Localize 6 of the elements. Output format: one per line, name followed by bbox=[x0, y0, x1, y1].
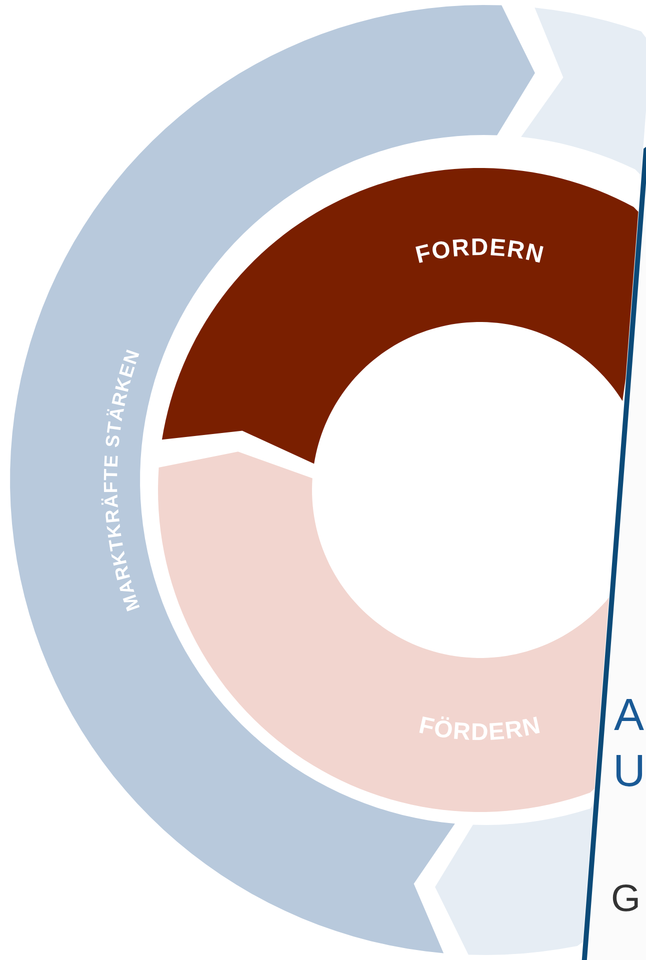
segment-label: FORDERN bbox=[412, 234, 548, 270]
heading-text: U bbox=[613, 748, 646, 793]
arrow-segment bbox=[162, 168, 638, 464]
heading-text: G bbox=[611, 880, 641, 918]
heading-text: A bbox=[614, 692, 644, 737]
arrow-segment bbox=[158, 452, 610, 812]
